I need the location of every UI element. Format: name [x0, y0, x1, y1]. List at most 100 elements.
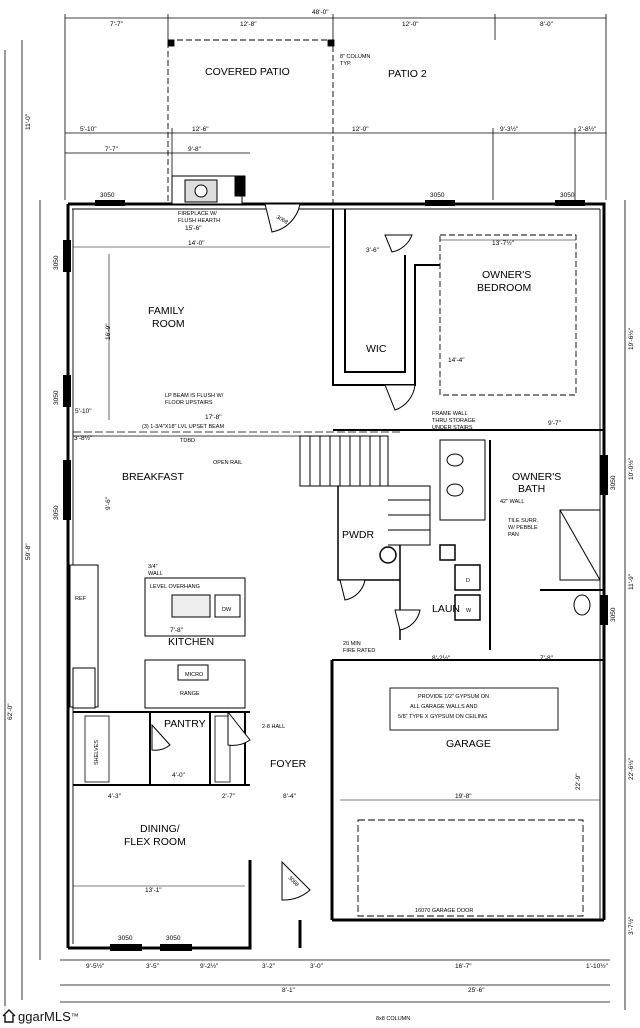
garage-note-1: PROVIDE 1/2" GYPSUM ON: [418, 694, 489, 700]
laun-label: LAUN: [432, 603, 460, 615]
patio2-label: PATIO 2: [388, 68, 427, 80]
bottom-dim-4: 3'-2": [262, 963, 276, 970]
left-overall-dim: 62'-0": [7, 703, 14, 720]
patio-door: [264, 203, 301, 233]
owners-depth-dim: 14'-4": [448, 357, 465, 364]
patio-door-label: 3068: [275, 215, 289, 226]
dining-width-dim: 13'-1": [145, 887, 162, 894]
patio-dim-4: 9'-3½": [500, 125, 519, 133]
window-label-top-2: 3050: [430, 192, 445, 199]
column-note-1: 8" COLUMN: [340, 54, 370, 60]
foyer-label: FOYER: [270, 758, 307, 770]
fireplace: [171, 175, 246, 205]
beam-note-1: LP BEAM IS FLUSH W/: [165, 393, 224, 399]
open-rail-note: OPEN RAIL: [213, 460, 242, 466]
ref-label: REF: [75, 596, 87, 602]
bottom-dim-2: 3'-5": [146, 963, 160, 970]
breakfast-width-dim: 3'-8½": [74, 434, 93, 442]
garage-door-outline: [357, 819, 584, 917]
pantry-walls: [73, 711, 250, 786]
family-label-2: ROOM: [152, 318, 185, 330]
pantry-row-dim-3: 8'-4": [283, 793, 297, 800]
frame-wall-note-2: THRU STORAGE: [432, 418, 476, 424]
bottom-dim-3: 9'-2½": [200, 962, 219, 970]
pantry-row-dim-2: 2'-7": [222, 793, 236, 800]
garage-width-dim: 19'-8": [455, 793, 472, 800]
dining-windows: [110, 944, 192, 951]
dining-label-1: DINING/: [140, 823, 180, 835]
owners-bath-label-1: OWNER'S: [512, 471, 561, 483]
dryer-label: D: [466, 578, 470, 584]
kitchen-label: KITCHEN: [168, 636, 214, 648]
owners-label-2: BEDROOM: [477, 282, 531, 294]
patio-dim-2: 12'-6": [192, 126, 209, 133]
breakfast-label: BREAKFAST: [122, 471, 184, 483]
bottom-dim-6: 16'-7": [455, 963, 472, 970]
fire-rated-note-1: 20 MIN: [343, 641, 361, 647]
right-dim-1: 19'-6½": [627, 327, 635, 350]
family-label-1: FAMILY: [148, 305, 185, 317]
window-label-left-2: 3050: [53, 390, 60, 405]
kitchen-width-dim: 7'-8": [170, 627, 184, 634]
lvl-beam-note: (3) 1-3/4"X18" LVL UPSET BEAM: [142, 424, 224, 430]
dw-label: DW: [222, 607, 232, 613]
bottom-overall-1: 8'-1": [282, 987, 296, 994]
owners-bath-label-2: BATH: [518, 483, 545, 495]
left-upper-dim: 11'-0": [25, 113, 32, 130]
micro-label: MICRO: [185, 672, 204, 678]
garage-label: GARAGE: [446, 738, 491, 750]
overall-width-dim: 48'-0": [312, 9, 329, 16]
mls-trademark: ™: [70, 1011, 79, 1021]
mls-logo-text: ggarMLS: [18, 1008, 71, 1024]
range-label: RANGE: [180, 691, 200, 697]
garage-note-2: ALL GARAGE WALLS AND: [410, 704, 477, 710]
stairs: [299, 435, 431, 546]
right-dim-5: 3'-7½": [627, 916, 635, 935]
overhang-note: LEVEL OVERHANG: [150, 584, 200, 590]
frame-wall-note-1: FRAME WALL: [432, 411, 468, 417]
family-width-dim: 14'-0": [188, 240, 205, 247]
garage-note-3: 5/8" TYPE X GYPSUM ON CEILING: [398, 714, 487, 720]
pantry-shelves: [84, 715, 231, 783]
tile-note-1: TILE SURR.: [508, 518, 539, 524]
fireplace-dim: 15'-6": [185, 225, 202, 232]
patio-dim-3: 12'-0": [352, 126, 369, 133]
wic-dim: 3'-6": [366, 247, 380, 254]
center-doors: [339, 579, 421, 631]
right-dim-3: 11'-9": [628, 573, 635, 590]
right-windows: [600, 455, 608, 625]
kitchen-island: [144, 577, 246, 637]
window-label-top-3: 3050: [560, 192, 575, 199]
owners-bath: [439, 439, 604, 650]
top-dim-1: 7'-7": [110, 21, 124, 28]
shelves-label: SHELVES: [94, 740, 100, 765]
wall-34-note-2: WALL: [148, 571, 163, 577]
fireplace-note-2: FLUSH HEARTH: [178, 218, 220, 224]
wall-42-note: 42" WALL: [500, 499, 524, 505]
column-bottom-note: 8x8 COLUMN: [376, 1016, 410, 1022]
entry-door: [281, 860, 311, 901]
top-dim-3: 12'-0": [402, 21, 419, 28]
covered-patio-label: COVERED PATIO: [205, 66, 290, 78]
owners-doors: [384, 234, 416, 411]
window-label-right-2: 3050: [610, 607, 617, 622]
kitchen-counters: [69, 564, 246, 709]
tile-note-2: W/ PEBBLE: [508, 525, 538, 531]
bottom-dim-5: 3'-0": [310, 963, 324, 970]
beam-note-2: FLOOR UPSTAIRS: [165, 400, 213, 406]
window-label-left-1: 3050: [53, 255, 60, 270]
window-label-right-1: 3050: [610, 475, 617, 490]
owners-walls: [332, 209, 604, 431]
garage-top-dim-1: 8'-2½": [432, 654, 451, 662]
left-total-dim: 59'-8": [25, 543, 32, 560]
garage-top-dim-2: 7'-8": [540, 655, 554, 662]
owners-label-1: OWNER'S: [482, 269, 531, 281]
pantry-label: PANTRY: [164, 718, 206, 730]
bottom-dim-1: 9'-5½": [86, 962, 105, 970]
window-label-left-3: 3050: [53, 505, 60, 520]
column-note-2: TYP.: [340, 61, 352, 67]
left-windows: [63, 240, 71, 520]
garage-depth-dim: 22'-9": [575, 773, 582, 790]
frame-wall-note-3: UNDER STAIRS: [432, 425, 473, 431]
garage-door-label: 16070 GARAGE DOOR: [415, 908, 473, 914]
